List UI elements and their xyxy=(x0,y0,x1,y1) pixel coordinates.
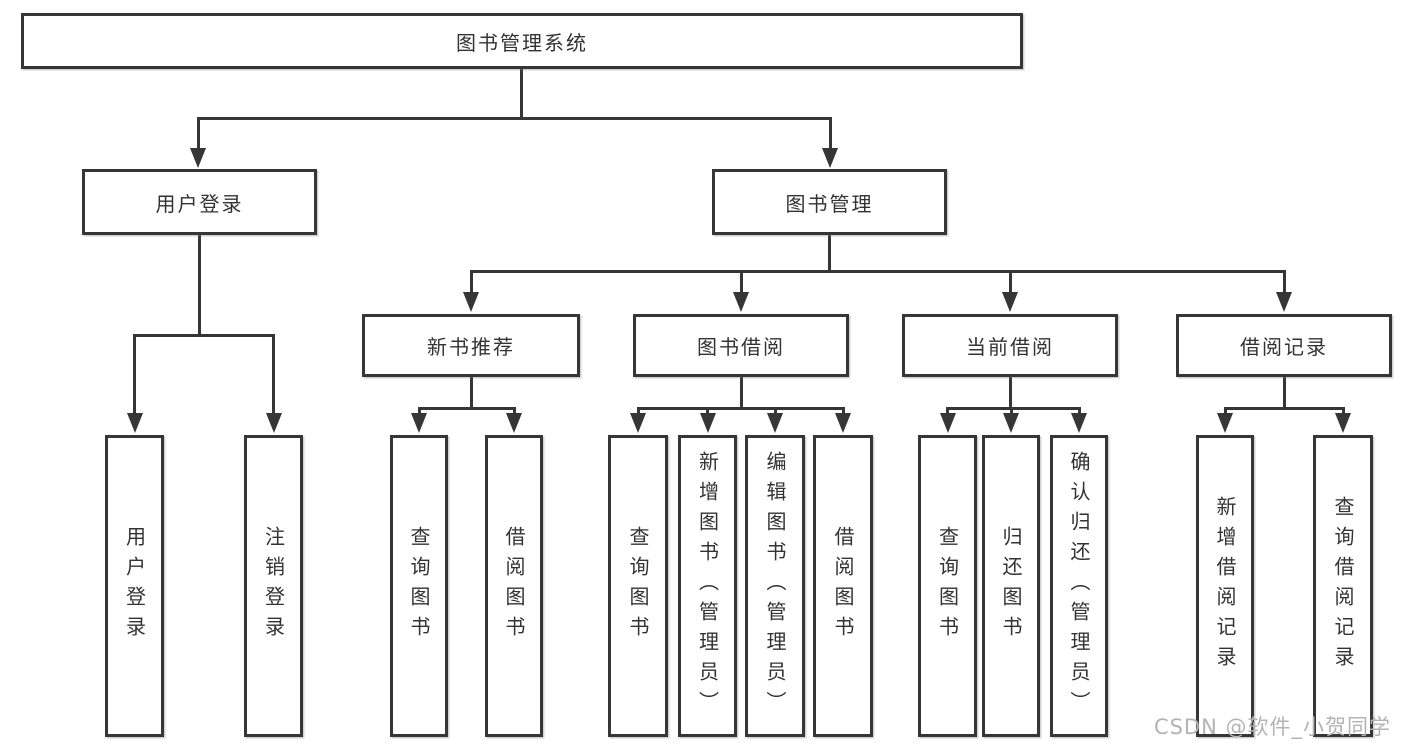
arrowhead xyxy=(265,413,282,433)
node-label: 查询图书 xyxy=(407,526,431,646)
connector-line xyxy=(636,407,640,417)
connector-line xyxy=(1223,407,1227,417)
node-user-login: 用户登录 xyxy=(82,169,317,235)
arrowhead xyxy=(190,148,206,168)
connector-line xyxy=(196,117,832,120)
leaf-user-login: 用户登录 xyxy=(105,435,164,737)
leaf-query-books-borrowing: 查询图书 xyxy=(608,435,668,737)
leaf-add-borrow-record: 新增借阅记录 xyxy=(1196,435,1254,737)
connector-line xyxy=(1223,407,1345,410)
arrowhead xyxy=(126,413,143,433)
connector-line xyxy=(1008,377,1012,410)
connector-line xyxy=(133,334,275,337)
leaf-confirm-return-admin: 确认归还（管理员） xyxy=(1050,435,1108,737)
connector-line xyxy=(512,407,516,417)
connector-line xyxy=(706,407,709,417)
connector-line xyxy=(417,407,516,410)
node-label: 注销登录 xyxy=(261,526,286,646)
connector-line xyxy=(828,235,831,273)
node-label: 图书管理 xyxy=(785,191,874,216)
connector-line xyxy=(636,407,845,410)
arrowhead xyxy=(1335,413,1351,433)
arrowhead xyxy=(699,413,716,433)
node-book-borrowing: 图书借阅 xyxy=(633,314,849,377)
arrowhead xyxy=(630,413,646,433)
arrowhead xyxy=(411,413,427,433)
leaf-logout: 注销登录 xyxy=(244,435,303,737)
connector-line xyxy=(198,235,201,336)
connector-line xyxy=(739,377,743,410)
node-label: 图书借阅 xyxy=(697,335,785,359)
connector-line xyxy=(469,377,473,410)
leaf-query-borrow-record: 查询借阅记录 xyxy=(1313,435,1373,737)
node-label: 新增图书（管理员） xyxy=(695,451,720,721)
leaf-borrow-books: 借阅图书 xyxy=(813,435,873,737)
connector-line xyxy=(739,270,743,296)
leaf-edit-books-admin: 编辑图书（管理员） xyxy=(745,435,805,737)
connector-line xyxy=(1077,407,1081,417)
node-label: 借阅图书 xyxy=(831,526,855,646)
arrowhead xyxy=(1276,292,1292,312)
arrowhead xyxy=(767,413,783,433)
node-library-management-system: 图书管理系统 xyxy=(21,13,1023,69)
connector-line xyxy=(1009,407,1013,417)
arrowhead xyxy=(1003,413,1019,433)
node-label: 图书管理系统 xyxy=(456,30,588,55)
connector-line xyxy=(469,270,473,296)
connector-line xyxy=(519,69,523,119)
node-label: 新书推荐 xyxy=(427,335,515,359)
node-current-borrowing: 当前借阅 xyxy=(902,314,1118,377)
node-borrowing-records: 借阅记录 xyxy=(1176,314,1392,377)
csdn-watermark: CSDN @软件_小贺同学 xyxy=(1153,715,1391,739)
connector-line xyxy=(133,334,136,418)
connector-line xyxy=(946,407,1081,410)
connector-line xyxy=(841,407,845,417)
connector-line xyxy=(828,117,832,151)
connector-line xyxy=(469,270,1286,273)
leaf-return-books: 归还图书 xyxy=(982,435,1040,737)
connector-line xyxy=(417,407,421,417)
node-label: 归还图书 xyxy=(999,526,1023,646)
node-label: 查询图书 xyxy=(626,526,650,646)
arrowhead xyxy=(822,148,838,168)
node-new-book-recommendation: 新书推荐 xyxy=(362,314,580,377)
node-label: 新增借阅记录 xyxy=(1213,496,1237,676)
arrowhead xyxy=(835,413,851,433)
leaf-borrow-books-recommend: 借阅图书 xyxy=(485,435,543,737)
connector-line xyxy=(773,407,777,417)
arrowhead xyxy=(506,413,522,433)
node-label: 借阅图书 xyxy=(502,526,526,646)
arrowhead xyxy=(1217,413,1233,433)
connector-line xyxy=(1282,377,1286,410)
node-label: 查询借阅记录 xyxy=(1331,496,1355,676)
connector-line xyxy=(1282,270,1286,296)
connector-line xyxy=(196,117,200,151)
node-label: 查询图书 xyxy=(935,526,960,646)
node-book-management: 图书管理 xyxy=(712,169,947,235)
leaf-add-books-admin: 新增图书（管理员） xyxy=(678,435,737,737)
arrowhead xyxy=(1002,292,1018,312)
leaf-query-books-recommend: 查询图书 xyxy=(390,435,448,737)
arrowhead xyxy=(463,292,479,312)
arrowhead xyxy=(733,292,749,312)
connector-line xyxy=(946,407,949,417)
node-label: 借阅记录 xyxy=(1240,335,1328,359)
node-label: 用户登录 xyxy=(155,191,244,216)
node-label: 当前借阅 xyxy=(966,335,1054,359)
connector-line xyxy=(1341,407,1345,417)
node-label: 用户登录 xyxy=(122,526,147,646)
arrowhead xyxy=(939,413,956,433)
node-label: 确认归还（管理员） xyxy=(1067,451,1091,721)
arrowhead xyxy=(1071,413,1087,433)
node-label: 编辑图书（管理员） xyxy=(763,451,787,721)
connector-line xyxy=(1008,270,1012,296)
connector-line xyxy=(272,334,275,418)
leaf-query-books-current: 查询图书 xyxy=(918,435,977,737)
